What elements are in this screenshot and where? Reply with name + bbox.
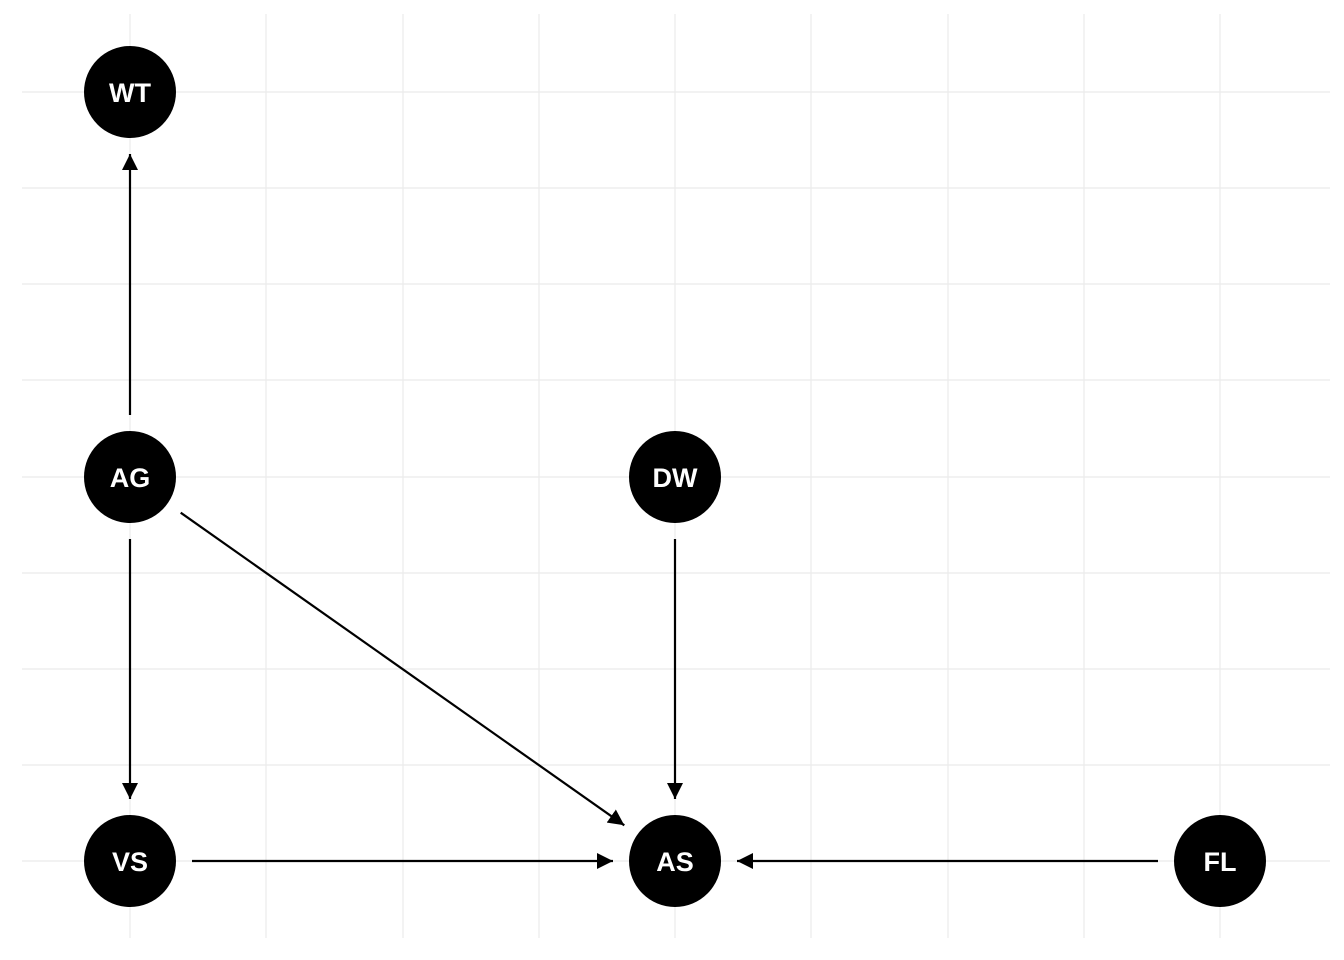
node-label: AG <box>110 463 151 493</box>
node-circle <box>629 815 721 907</box>
node-label: DW <box>653 463 698 493</box>
node-ag: AG <box>84 431 176 523</box>
node-wt: WT <box>84 46 176 138</box>
edges <box>122 154 1158 869</box>
node-label: WT <box>109 78 151 108</box>
node-circle <box>84 46 176 138</box>
node-vs: VS <box>84 815 176 907</box>
node-circle <box>84 431 176 523</box>
edge-ag-to-as <box>180 511 625 827</box>
node-label: FL <box>1204 847 1237 877</box>
node-as: AS <box>629 815 721 907</box>
node-label: AS <box>656 847 694 877</box>
node-label: VS <box>112 847 148 877</box>
node-circle <box>84 815 176 907</box>
nodes: WT AG DW VS AS FL <box>84 46 1266 907</box>
node-circle <box>629 431 721 523</box>
node-fl: FL <box>1174 815 1266 907</box>
node-circle <box>1174 815 1266 907</box>
node-dw: DW <box>629 431 721 523</box>
